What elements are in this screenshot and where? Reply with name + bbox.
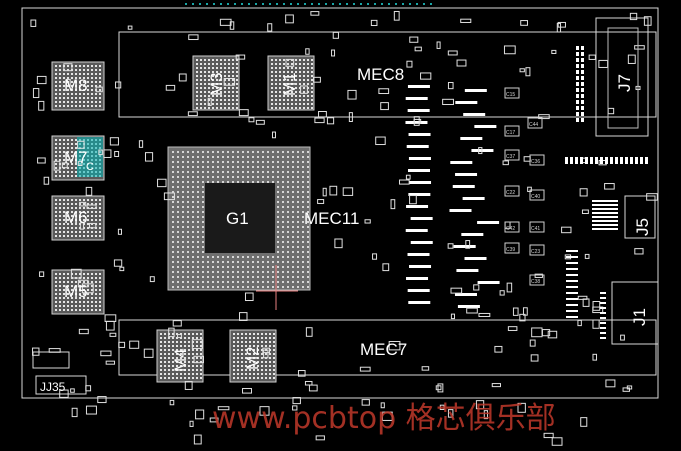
j5-label: J5 (633, 218, 652, 236)
j5-outline (624, 195, 656, 239)
svg-text:C37: C37 (506, 154, 515, 160)
m3-chip (192, 55, 240, 111)
m2-label: M2 (243, 346, 262, 370)
svg-text:C40: C40 (531, 194, 540, 200)
ref-c44: C44 (527, 117, 543, 129)
g1-label: G1 (226, 209, 249, 228)
m7-highlight (77, 137, 103, 177)
svg-text:C23: C23 (531, 249, 540, 255)
ref-c23: C23 (529, 244, 545, 256)
svg-text:C17: C17 (506, 130, 515, 136)
svg-text:C41: C41 (531, 226, 540, 232)
board-outline (21, 7, 659, 399)
svg-text:C42: C42 (506, 226, 515, 232)
m7-label: M7 (64, 148, 88, 167)
svg-text:C39: C39 (506, 247, 515, 253)
mec8-shield-outline (118, 31, 657, 118)
m6-label: M6 (64, 208, 88, 227)
watermark-text: www.pcbtop 格芯俱乐部 (212, 401, 556, 436)
ref-c36: C36 (529, 154, 545, 166)
cursor-crosshair (256, 265, 298, 310)
m5-chip (51, 269, 105, 315)
m8-label: M8 (64, 76, 88, 95)
jj35-label: JJ35 (40, 380, 66, 394)
j7-label: J7 (615, 74, 634, 92)
ref-c17: C17 (504, 125, 520, 137)
small-part-outline (32, 351, 70, 369)
svg-text:C44: C44 (529, 122, 538, 128)
m1-label: M1 (280, 72, 299, 96)
ref-c15: C15 (504, 87, 520, 99)
j1-label: J1 (630, 308, 649, 326)
ref-c38: C38 (529, 274, 545, 286)
j7-outline (595, 17, 649, 137)
svg-text:C36: C36 (531, 159, 540, 165)
mec8-label: MEC8 (357, 65, 404, 84)
jj35-outline (35, 375, 87, 395)
mec7-label: MEC7 (360, 340, 407, 359)
m5-label: M5 (64, 282, 88, 301)
m6-chip (51, 195, 105, 241)
j1-outline (611, 281, 659, 345)
m1-chip (267, 55, 315, 111)
ref-c37: C37 (504, 149, 520, 161)
m4-label: M4 (171, 348, 190, 372)
ref-c22: C22 (504, 185, 520, 197)
svg-text:C22: C22 (506, 190, 515, 196)
svg-text:C38: C38 (531, 279, 540, 285)
m7-c-label: C (86, 161, 94, 173)
ref-c41: C41 (529, 221, 545, 233)
mec11-label: MEC11 (304, 209, 359, 228)
ref-c42: C42 (504, 221, 520, 233)
ref-c39: C39 (504, 242, 520, 254)
svg-text:C15: C15 (506, 92, 515, 98)
ref-c40: C40 (529, 189, 545, 201)
m3-label: M3 (207, 72, 226, 96)
g1-bga-package[interactable] (167, 146, 311, 291)
